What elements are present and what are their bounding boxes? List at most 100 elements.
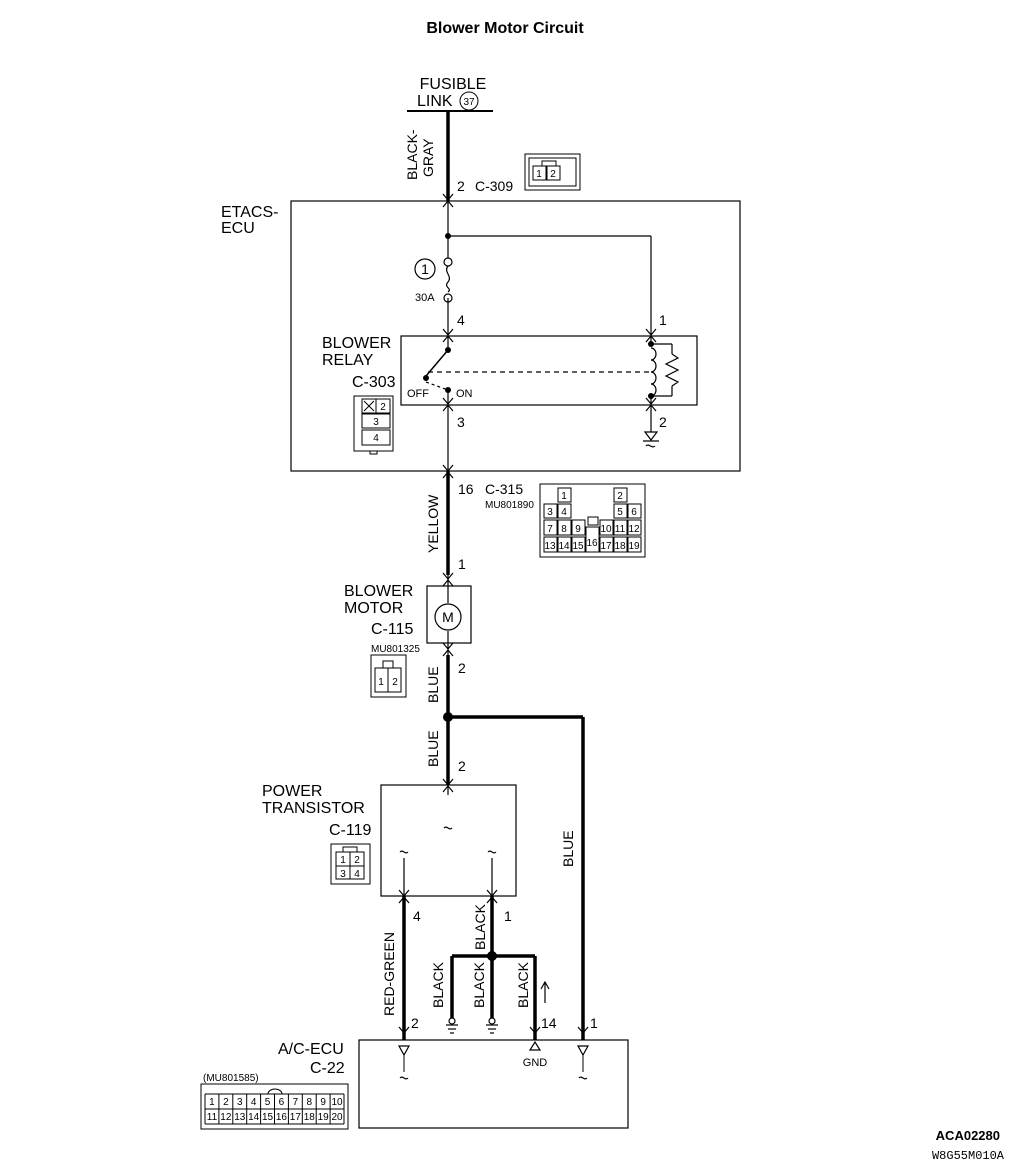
c22-pin-number: 20 (331, 1112, 343, 1123)
svg-text:14: 14 (558, 541, 570, 552)
svg-text:3: 3 (373, 417, 379, 428)
svg-text:8: 8 (561, 524, 567, 535)
junction-dot-black (487, 951, 497, 961)
svg-text:11: 11 (615, 524, 626, 535)
svg-text:3: 3 (340, 869, 346, 880)
pin-etacs-1: 1 (659, 312, 667, 328)
pin-motor-1: 1 (458, 556, 466, 572)
c22-pin-number: 17 (290, 1112, 302, 1123)
relay-connector: C-303 (352, 374, 396, 391)
fuse-number: 1 (421, 261, 429, 277)
svg-text:19: 19 (628, 541, 640, 552)
fusible-link-label-1: FUSIBLE (420, 76, 487, 93)
blower-motor-box (426, 585, 472, 644)
fusible-link-label-2: LINK (417, 93, 453, 110)
svg-text:2: 2 (392, 677, 398, 688)
svg-text:3: 3 (547, 507, 553, 518)
relay-coil-icon (650, 347, 657, 397)
c22-pin-number: 3 (237, 1097, 243, 1108)
motor-label-2: MOTOR (344, 600, 403, 617)
wire-label-black-g1: BLACK (430, 961, 446, 1008)
connector-c315-part: MU801890 (485, 500, 534, 511)
svg-text:4: 4 (373, 433, 379, 444)
motor-part: MU801325 (371, 644, 420, 655)
wire-label-black-gray-2: GRAY (420, 138, 436, 177)
svg-text:7: 7 (547, 524, 553, 535)
power-transistor-box (380, 784, 517, 897)
svg-text:17: 17 (600, 541, 612, 552)
fuse-icon (445, 265, 451, 293)
motor-connector: C-115 (371, 621, 413, 638)
etacs-ecu-box (290, 200, 741, 472)
relay-off-label: OFF (407, 388, 429, 400)
fusible-link-number-circle (459, 91, 479, 111)
c22-pin-number: 10 (331, 1097, 343, 1108)
c22-pin-number: 16 (276, 1112, 288, 1123)
c22-pin-number: 5 (265, 1097, 271, 1108)
c22-pin-number: 13 (234, 1112, 246, 1123)
c22-pin-number: 7 (293, 1097, 299, 1108)
pt-connector: C-119 (329, 822, 371, 839)
svg-text:10: 10 (600, 524, 612, 535)
svg-text:18: 18 (614, 541, 626, 552)
etacs-label-2: ECU (221, 220, 255, 237)
svg-text:6: 6 (631, 507, 637, 518)
c22-pin-number: 11 (207, 1112, 218, 1123)
fuse-terminal-top (443, 257, 453, 267)
fusible-link-number: 37 (463, 97, 475, 108)
wire-label-blue-a: BLUE (425, 666, 441, 703)
c22-pin-number: 12 (220, 1112, 232, 1123)
wire-label-black-g2: BLACK (471, 961, 487, 1008)
wire-label-yellow: YELLOW (425, 494, 441, 553)
connector-c309: C-309 (475, 178, 513, 194)
svg-text:2: 2 (354, 855, 360, 866)
c22-pin-number: 6 (279, 1097, 285, 1108)
junction-dot-blue (443, 712, 453, 722)
connector-face-c119 (330, 843, 371, 885)
relay-resistor-icon (664, 353, 680, 387)
motor-icon (434, 603, 462, 631)
c22-pin-number: 18 (304, 1112, 316, 1123)
c22-pin-number: 19 (318, 1112, 330, 1123)
wire-label-black-gray-1: BLACK- (404, 129, 420, 180)
wire-label-red-green: RED-GREEN (381, 932, 397, 1016)
svg-text:12: 12 (628, 524, 640, 535)
svg-text:1: 1 (561, 491, 567, 502)
ac-ecu-label: A/C-ECU (278, 1041, 344, 1058)
c22-pin-number: 2 (223, 1097, 229, 1108)
page-title: Blower Motor Circuit (426, 20, 584, 37)
connector-face-c115 (370, 654, 407, 698)
ground-icon-1 (446, 1017, 458, 1034)
svg-text:1: 1 (340, 855, 346, 866)
ground-icon-2 (486, 1017, 498, 1034)
motor-label-1: BLOWER (344, 583, 413, 600)
pin-ecu-2: 2 (411, 1015, 419, 1031)
pin-ecu-1: 1 (590, 1015, 598, 1031)
current-arrow-icon (540, 980, 550, 1003)
connector-face-c303 (353, 395, 394, 455)
wire-label-black-gnd: BLACK (515, 961, 531, 1008)
ac-ecu-part: (MU801585) (203, 1073, 259, 1084)
ecu-gnd-label: GND (523, 1057, 548, 1069)
wire-label-blue-b: BLUE (425, 730, 441, 767)
svg-text:2: 2 (550, 169, 556, 180)
pin-motor-2: 2 (458, 660, 466, 676)
svg-text:13: 13 (544, 541, 556, 552)
relay-on-label: ON (456, 388, 473, 400)
pt-label-2: TRANSISTOR (262, 800, 365, 817)
etacs-label-1: ETACS- (221, 204, 278, 221)
svg-text:16: 16 (586, 538, 598, 549)
c22-pin-number: 14 (248, 1112, 260, 1123)
connector-c315: C-315 (485, 481, 523, 497)
svg-text:15: 15 (572, 541, 584, 552)
connector-face-c309 (524, 153, 581, 191)
c22-pin-number: 9 (320, 1097, 326, 1108)
junction-dot (445, 233, 451, 239)
svg-text:1: 1 (378, 677, 384, 688)
svg-text:2: 2 (380, 402, 386, 413)
svg-text:9: 9 (575, 524, 581, 535)
fuse-terminal-bottom (443, 293, 453, 303)
pin-ecu-14: 14 (541, 1015, 557, 1031)
drawing-code: W8G55M010A (932, 1149, 1005, 1163)
